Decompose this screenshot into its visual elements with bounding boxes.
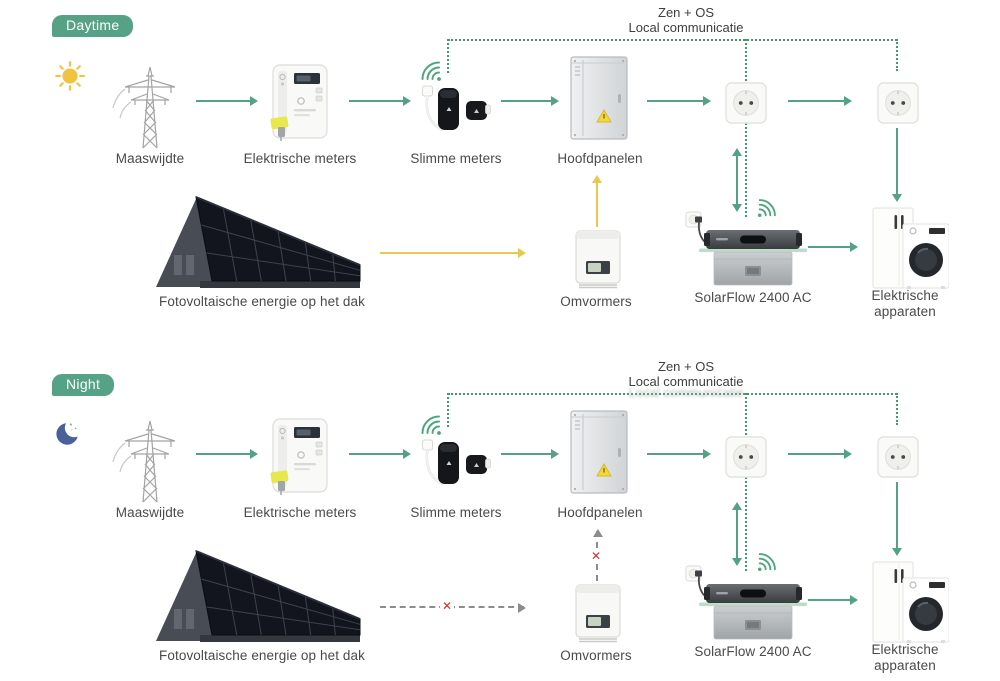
- label-grid: Maaswijdte: [115, 505, 185, 520]
- label-inverter: Omvormers: [560, 648, 632, 663]
- daytime-section: Daytime Maaswijdte Elektrische meters Sl…: [52, 5, 1000, 319]
- wall-socket-icon: [725, 436, 767, 478]
- comm-line-drop-socket: [896, 39, 898, 71]
- sun-icon: [54, 60, 86, 92]
- wifi-icon: [417, 411, 443, 437]
- appliances-icon: [871, 560, 949, 648]
- solar-arrow-pv-to-inverter: [380, 248, 526, 258]
- wifi-icon: [417, 57, 443, 83]
- solarflow-battery-icon: [685, 206, 811, 288]
- label-main-panels: Hoofdpanelen: [557, 151, 643, 166]
- label-appliances-2: apparaten: [874, 658, 936, 673]
- comm-label-line1: Zen + OS: [658, 5, 714, 20]
- flow-arrow-socket-to-appliances: [892, 482, 902, 556]
- label-appliances-2: apparaten: [874, 304, 936, 319]
- label-smart-meters: Slimme meters: [410, 151, 502, 166]
- flow-arrow-socket-to-socket: [788, 96, 852, 106]
- comm-label-line2: Local communicatie: [628, 20, 744, 35]
- comm-label-line1: Zen + OS: [658, 359, 714, 374]
- flow-arrow-grid-to-meter: [196, 449, 258, 459]
- appliances-icon: [871, 206, 949, 294]
- flow-arrow-socket-to-socket: [788, 449, 852, 459]
- flow-arrow-panel-to-socket: [647, 96, 711, 106]
- inverter-icon: [573, 583, 623, 643]
- blocked-x-icon: ✕: [440, 599, 455, 613]
- daytime-badge: Daytime: [52, 15, 134, 37]
- wall-socket-icon: [877, 436, 919, 478]
- label-battery: SolarFlow 2400 AC: [694, 290, 812, 305]
- label-pv: Fotovoltaische energie op het dak: [159, 294, 365, 309]
- comm-label-line2: Local communicatie: [628, 374, 744, 389]
- label-main-panels: Hoofdpanelen: [557, 505, 643, 520]
- flow-arrow-socket-battery-bidirectional: [732, 502, 742, 566]
- flow-arrow-socket-to-appliances: [892, 128, 902, 202]
- blocked-x-icon: ✕: [589, 549, 604, 563]
- comm-label-ghost: Local communicatie: [628, 385, 744, 400]
- transmission-tower-icon: [110, 414, 190, 504]
- night-section: Night Maaswijdte Elektrische meters Slim…: [0, 352, 1000, 681]
- flow-arrow-smart-to-panel: [501, 449, 559, 459]
- inverter-icon: [573, 229, 623, 289]
- label-inverter: Omvormers: [560, 294, 632, 309]
- main-panel-icon: [568, 408, 630, 496]
- wall-socket-icon: [725, 82, 767, 124]
- comm-line-drop-battery: [745, 393, 747, 571]
- label-electric-meters: Elektrische meters: [243, 505, 357, 520]
- night-badge: Night: [52, 374, 115, 396]
- smart-meters-icon: [421, 438, 491, 492]
- solar-arrow-inverter-to-panel: [592, 175, 602, 227]
- solar-roof-icon: [152, 189, 364, 293]
- flow-arrow-smart-to-panel: [501, 96, 559, 106]
- label-pv: Fotovoltaische energie op het dak: [159, 648, 365, 663]
- flow-arrow-battery-to-appliances: [808, 595, 858, 605]
- flow-arrow-socket-battery-bidirectional: [732, 148, 742, 212]
- solarflow-battery-icon: [685, 560, 811, 642]
- transmission-tower-icon: [110, 60, 190, 150]
- main-panel-icon: [568, 54, 630, 142]
- comm-line-drop-socket: [896, 393, 898, 425]
- label-electric-meters: Elektrische meters: [243, 151, 357, 166]
- solar-roof-icon: [152, 543, 364, 647]
- smart-meters-icon: [421, 84, 491, 138]
- flow-arrow-panel-to-socket: [647, 449, 711, 459]
- comm-line-drop-smart: [447, 393, 449, 427]
- electric-meter-icon: [270, 63, 330, 141]
- wall-socket-icon: [877, 82, 919, 124]
- comm-line-horizontal: [448, 39, 897, 41]
- label-battery: SolarFlow 2400 AC: [694, 644, 812, 659]
- flow-arrow-meter-to-smart: [349, 96, 411, 106]
- label-grid: Maaswijdte: [115, 151, 185, 166]
- label-smart-meters: Slimme meters: [410, 505, 502, 520]
- label-appliances-1: Elektrische: [871, 642, 939, 657]
- flow-arrow-battery-to-appliances: [808, 242, 858, 252]
- comm-line-drop-smart: [447, 39, 449, 73]
- comm-line-horizontal: [448, 393, 897, 395]
- label-appliances-1: Elektrische: [871, 288, 939, 303]
- flow-arrow-meter-to-smart: [349, 449, 411, 459]
- flow-arrow-grid-to-meter: [196, 96, 258, 106]
- moon-icon: [55, 418, 85, 448]
- electric-meter-icon: [270, 417, 330, 495]
- comm-line-drop-battery: [745, 39, 747, 217]
